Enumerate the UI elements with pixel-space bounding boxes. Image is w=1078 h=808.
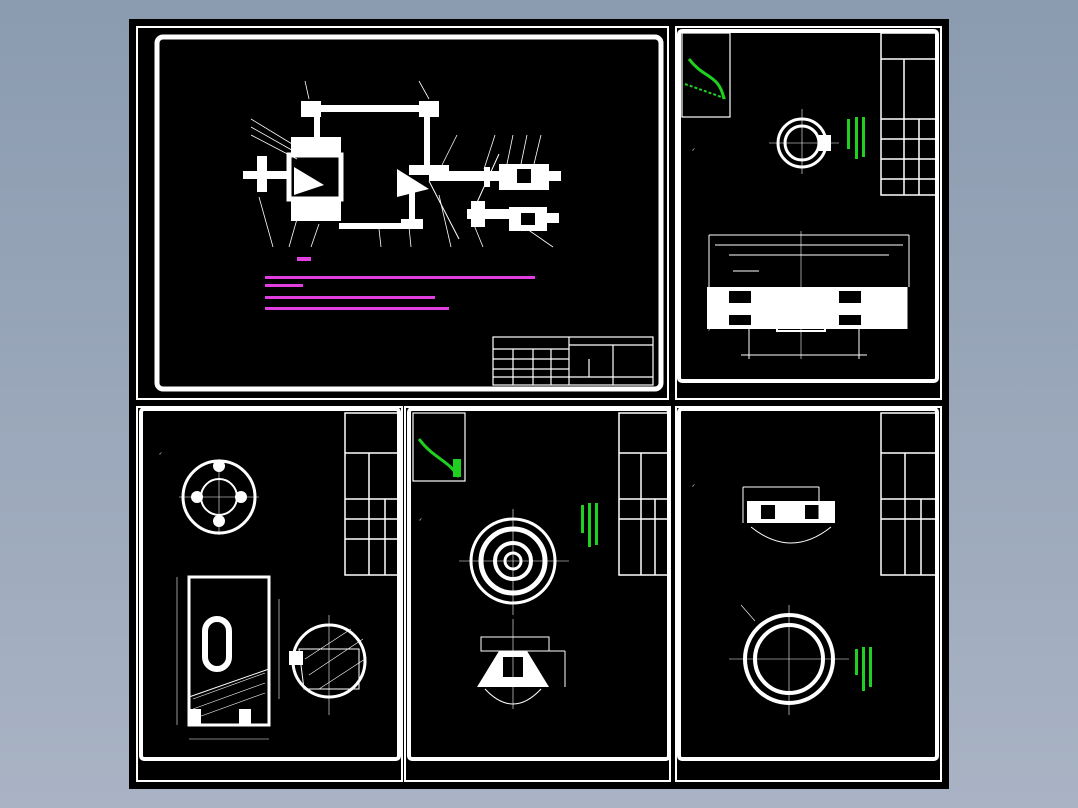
bevel-gear-spec-notes — [581, 503, 598, 547]
sheet-gear-part[interactable]: ✓ — [675, 26, 942, 400]
drawing-canvas[interactable]: ✓ — [129, 19, 949, 789]
cad-drawing: ✓ — [136, 26, 942, 782]
parameter-table — [681, 32, 731, 118]
bevel-gear-end-view — [459, 509, 569, 615]
parameter-table — [412, 412, 466, 482]
roughness-mark: ✓ — [692, 483, 695, 489]
ring-section-view — [742, 486, 835, 544]
mechanism-diagram — [243, 101, 561, 240]
roughness-mark: ✓ — [419, 517, 422, 523]
sheet-transmission-scheme[interactable] — [136, 26, 669, 400]
title-block — [618, 412, 670, 576]
gear-spec-notes — [847, 117, 865, 159]
leader-lines — [250, 80, 554, 248]
fork-section-view — [289, 615, 367, 715]
roughness-mark: ✓ — [159, 451, 162, 457]
sheet-ring-part[interactable]: ✓ — [675, 406, 942, 782]
bevel-gear-section-view — [477, 619, 566, 709]
roughness-mark: ✓ — [692, 147, 695, 153]
gear-end-view — [769, 109, 839, 174]
technical-notes — [265, 257, 535, 310]
flange-top-view — [179, 459, 259, 535]
title-block — [880, 412, 938, 576]
ring-end-view — [729, 604, 849, 715]
roughness-mark: ✓ — [708, 327, 711, 333]
ring-spec-notes — [855, 647, 872, 691]
title-block — [344, 412, 400, 576]
title-block — [880, 32, 938, 196]
title-block — [492, 336, 654, 386]
sheet-fork-part[interactable]: ✓ — [136, 406, 403, 782]
fork-front-view — [176, 575, 280, 740]
sheet-bevel-gear-part[interactable]: ✓ — [404, 406, 671, 782]
gear-section-view: ✓ — [707, 231, 910, 359]
